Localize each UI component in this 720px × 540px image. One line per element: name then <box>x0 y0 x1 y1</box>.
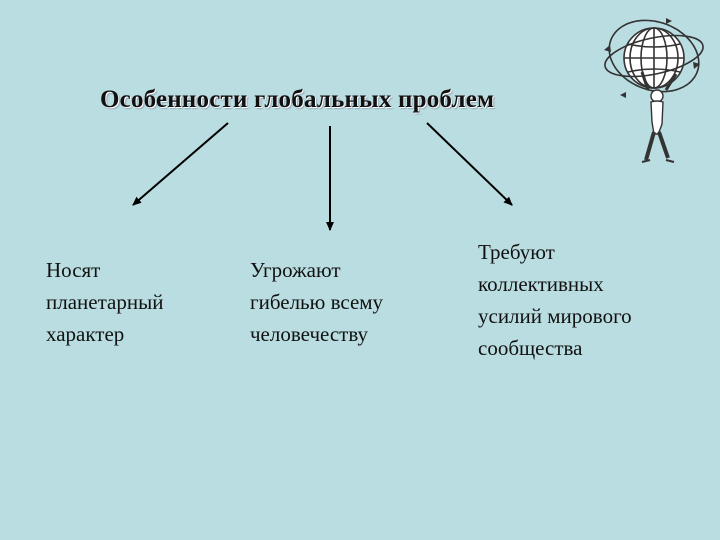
branch-2-line-2: гибелью всему <box>250 290 384 314</box>
branch-box-1: Носят планетарный характер <box>46 254 163 350</box>
diagram-title: Особенности глобальных проблем <box>100 86 495 113</box>
branch-box-2: Угрожают гибелью всему человечеству <box>250 254 383 350</box>
branch-3-line-4: сообщества <box>478 336 583 360</box>
branch-1-line-1: Носят <box>46 258 101 282</box>
arrow-left <box>132 122 229 206</box>
branch-1-line-2: планетарный <box>46 290 164 314</box>
branch-3-line-3: усилий мирового <box>478 304 632 328</box>
branch-3-line-1: Требуют <box>478 240 555 264</box>
branch-2-line-1: Угрожают <box>250 258 341 282</box>
branch-1-line-3: характер <box>46 322 125 346</box>
branch-3-line-2: коллективных <box>478 272 604 296</box>
arrow-right <box>426 122 513 206</box>
branch-box-3: Требуют коллективных усилий мирового соо… <box>478 236 632 364</box>
globe-held-by-figure-icon <box>604 18 704 163</box>
branch-2-line-3: человечеству <box>250 322 369 346</box>
